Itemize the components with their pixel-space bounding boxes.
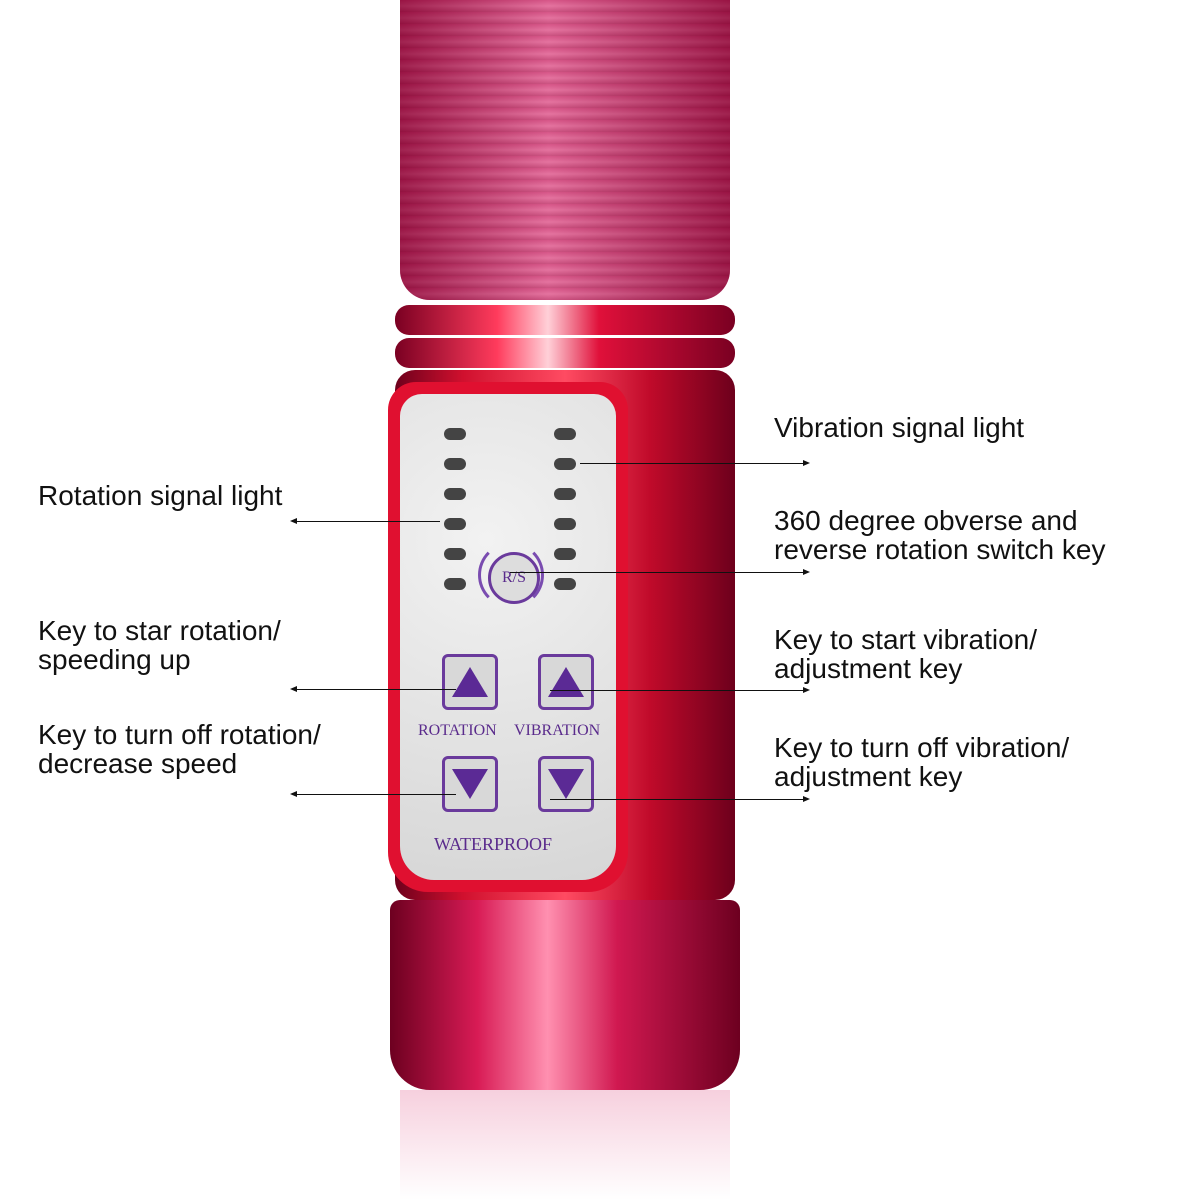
callout-line-2: speeding up <box>38 644 191 675</box>
callout-line-2: decrease speed <box>38 748 238 779</box>
callout-rs-switch-key: 360 degree obverse and reverse rotation … <box>774 506 1105 564</box>
up-triangle-icon <box>452 667 488 697</box>
down-triangle-icon <box>548 769 584 799</box>
leader-rotation-up-key <box>290 686 456 692</box>
leader-vibration-signal-light <box>580 460 810 466</box>
callout-rotation-down-key: Key to turn off rotation/ decrease speed <box>38 720 321 778</box>
callout-text: Rotation signal light <box>38 480 283 511</box>
rotation-led-1 <box>444 428 466 440</box>
rs-rotate-arrows-icon <box>478 542 544 608</box>
rs-label: R/S <box>501 569 526 586</box>
vibration-led-5 <box>554 548 576 560</box>
waterproof-label: WATERPROOF <box>434 834 553 854</box>
callout-line-1: Key to turn off vibration/ <box>774 732 1070 763</box>
callout-vibration-signal-light: Vibration signal light <box>774 413 1024 442</box>
callout-text: Vibration signal light <box>774 412 1025 443</box>
vibration-led-2 <box>554 458 576 470</box>
callout-line-2: adjustment key <box>774 653 963 684</box>
callout-line-1: Key to star rotation/ <box>38 615 281 646</box>
product-illustration: R/S ROTATION VIBRATION WATERPROOF <box>380 0 760 1200</box>
control-panel-face: R/S ROTATION VIBRATION WATERPROOF <box>400 394 616 880</box>
rotation-led-4 <box>444 518 466 530</box>
rotation-led-2 <box>444 458 466 470</box>
vibration-led-1 <box>554 428 576 440</box>
vibration-led-4 <box>554 518 576 530</box>
callout-line-1: Key to turn off rotation/ <box>38 719 321 750</box>
base <box>390 900 740 1090</box>
rotation-led-5 <box>444 548 466 560</box>
callout-rotation-up-key: Key to star rotation/ speeding up <box>38 616 281 674</box>
callout-line-2: reverse rotation switch key <box>774 534 1106 565</box>
callout-vibration-down-key: Key to turn off vibration/ adjustment ke… <box>774 733 1069 791</box>
callout-rotation-signal-light: Rotation signal light <box>38 481 282 510</box>
callout-line-2: adjustment key <box>774 761 963 792</box>
leader-vibration-down-key <box>550 796 810 802</box>
ring-upper <box>395 305 735 335</box>
leader-rs-switch-key <box>510 569 810 575</box>
ring-lower <box>395 338 735 368</box>
rotation-led-3 <box>444 488 466 500</box>
rotation-down-button[interactable] <box>442 756 498 812</box>
leader-vibration-up-key <box>550 687 810 693</box>
down-triangle-icon <box>452 769 488 799</box>
base-reflection <box>400 1090 730 1200</box>
vibration-label: VIBRATION <box>514 722 601 739</box>
vibration-up-button[interactable] <box>538 654 594 710</box>
callout-line-1: 360 degree obverse and <box>774 505 1078 536</box>
callout-vibration-up-key: Key to start vibration/ adjustment key <box>774 625 1037 683</box>
up-triangle-icon <box>548 667 584 697</box>
leader-rotation-down-key <box>290 791 456 797</box>
callout-line-1: Key to start vibration/ <box>774 624 1038 655</box>
vibration-down-button[interactable] <box>538 756 594 812</box>
leader-rotation-signal-light <box>290 518 440 524</box>
rotation-up-button[interactable] <box>442 654 498 710</box>
vibration-led-3 <box>554 488 576 500</box>
rotation-led-6 <box>444 578 466 590</box>
control-panel: R/S ROTATION VIBRATION WATERPROOF <box>388 382 628 892</box>
upper-shaft-shading <box>400 0 730 300</box>
rotation-label: ROTATION <box>418 722 497 739</box>
vibration-led-6 <box>554 578 576 590</box>
rs-switch-button[interactable]: R/S <box>488 552 540 604</box>
